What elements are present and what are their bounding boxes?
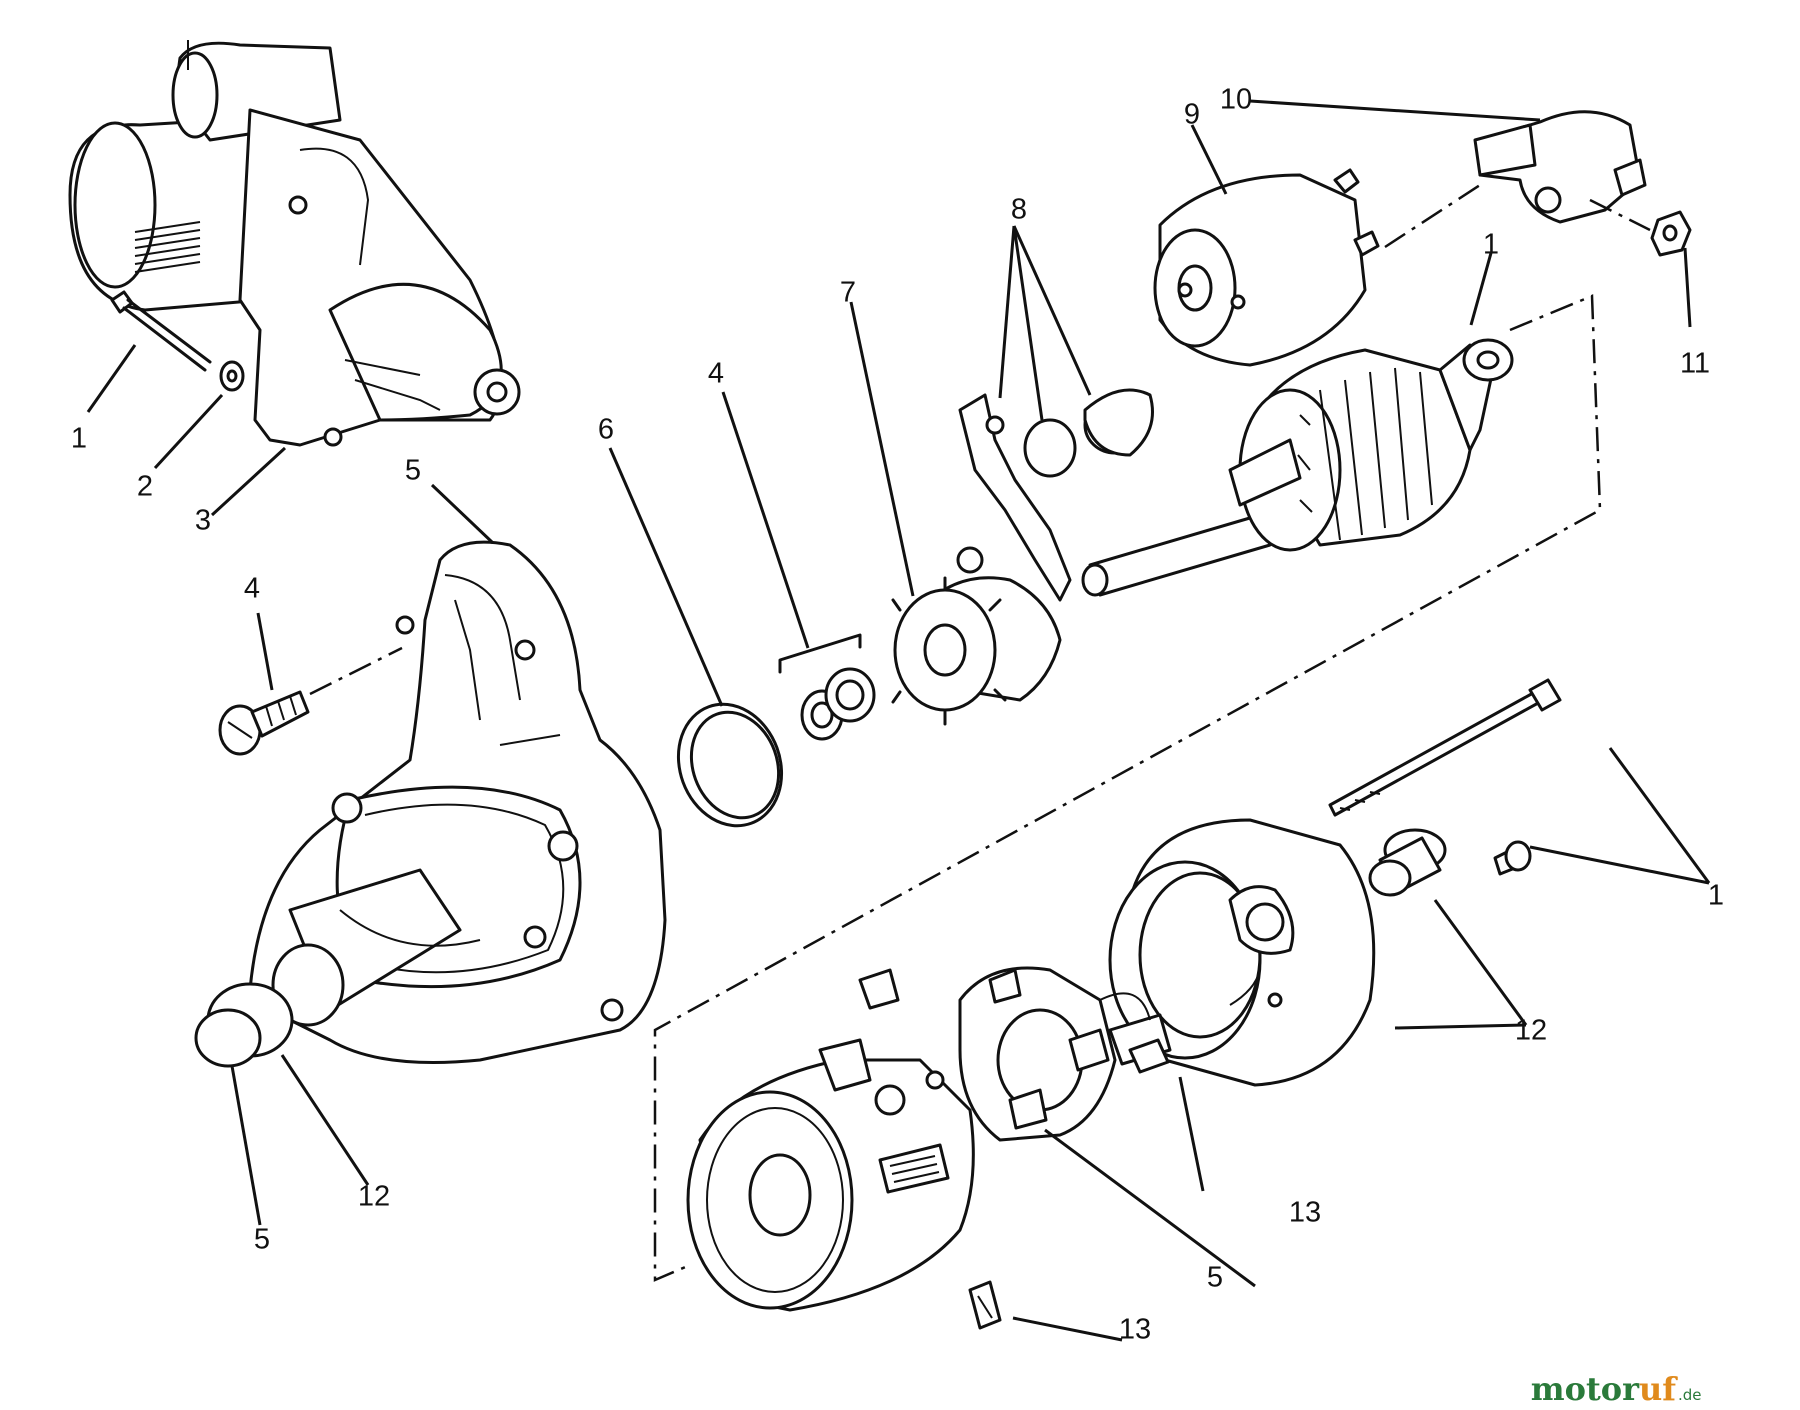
watermark-tld: .de (1678, 1386, 1702, 1404)
callout-labels: 1 2 3 5 4 6 4 7 8 9 10 11 1 1 12 12 5 13… (71, 84, 1724, 1346)
callout-9-solenoid: 9 (1184, 99, 1200, 131)
field-yoke-icon (1108, 818, 1376, 1087)
watermark-logo: motoruf .de (1531, 1370, 1702, 1408)
solenoid-icon (1153, 168, 1380, 367)
callout-3-starter: 3 (195, 505, 211, 537)
small-screw-icon (1493, 840, 1532, 876)
assembly-guide-line (653, 294, 1602, 1282)
alignment-line (309, 646, 403, 696)
nut-icon (1650, 210, 1692, 257)
svg-text:motoruf: motoruf (1531, 1370, 1678, 1408)
watermark-main: motor (1531, 1370, 1640, 1408)
callout-12-bushing: 12 (1515, 1015, 1547, 1047)
callout-10-cover: 10 (1220, 84, 1252, 116)
solenoid-cover-icon (1473, 110, 1647, 224)
callout-1-bearing: 1 (1483, 229, 1499, 261)
snap-ring-icon (676, 702, 784, 828)
washer-icon (219, 360, 245, 392)
callout-4-collars: 4 (708, 358, 724, 390)
end-frame-icon (686, 968, 975, 1312)
leader-lines (86, 99, 1711, 1342)
pinion-gear-icon (891, 546, 1062, 726)
alignment-line (1589, 198, 1651, 232)
alignment-line (1384, 183, 1481, 249)
stop-collar-icon (778, 633, 876, 741)
label-plate-icon (134, 221, 201, 273)
armature-icon (1081, 338, 1514, 597)
callout-1-bolt: 1 (71, 423, 87, 455)
brush-holder-icon (958, 966, 1172, 1142)
callout-13-brush: 13 (1289, 1197, 1321, 1229)
drive-housing-icon (194, 540, 667, 1068)
callout-2-washer: 2 (137, 471, 153, 503)
callout-8-lever: 8 (1011, 194, 1027, 226)
housing-screw-icon (218, 690, 310, 756)
callout-6-ring: 6 (598, 414, 614, 446)
bushing-icon (1368, 828, 1447, 897)
starter-motor-icon (68, 40, 521, 447)
callout-5-brushholder: 5 (1207, 1262, 1223, 1294)
mounting-bolt-icon (110, 290, 212, 372)
callout-5-housing: 5 (405, 455, 421, 487)
callout-1-throughbolt: 1 (1708, 880, 1724, 912)
brush-clip-icon (968, 1280, 1002, 1330)
shift-lever-icon (958, 388, 1154, 602)
callout-5-housing-bottom: 5 (254, 1224, 270, 1256)
callout-4-screw: 4 (244, 573, 260, 605)
brush-icon (1128, 1038, 1170, 1074)
watermark-accent: uf (1639, 1370, 1678, 1408)
through-bolt-icon (1328, 678, 1562, 817)
callout-11-nut: 11 (1680, 348, 1710, 380)
callout-7-pinion: 7 (840, 277, 856, 309)
callout-12-housing: 12 (358, 1181, 390, 1213)
callout-13-clip: 13 (1119, 1314, 1151, 1346)
